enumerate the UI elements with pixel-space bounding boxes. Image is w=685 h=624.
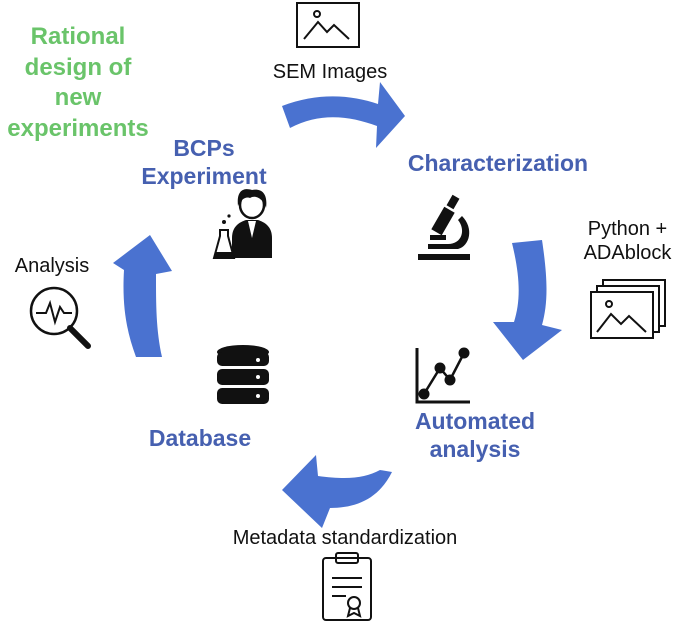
arrow-right — [493, 240, 562, 360]
arrow-bottom — [282, 455, 392, 528]
microscope-icon — [418, 194, 470, 260]
arrow-left — [113, 235, 172, 357]
arrow-top — [282, 82, 405, 148]
automated-analysis-label: Automated analysis — [414, 408, 536, 462]
scientist-icon — [212, 189, 272, 259]
bcp-experiment-label: BCPs Experiment — [141, 135, 267, 189]
analysis-magnifier-icon — [29, 286, 91, 349]
python-adablock-label: Python + ADAblock — [583, 218, 672, 264]
image-frame-icon — [296, 2, 360, 48]
database-label: Database — [148, 425, 252, 451]
line-plot-icon — [415, 347, 470, 404]
image-stack-icon — [590, 279, 666, 339]
analysis-label: Analysis — [14, 255, 90, 277]
metadata-label: Metadata standardization — [232, 527, 458, 549]
sem-images-label: SEM Images — [272, 61, 388, 83]
characterization-label: Characterization — [407, 150, 589, 176]
database-icon — [217, 345, 269, 404]
certificate-icon — [322, 552, 372, 621]
rational-design-label: Rational design of new experiments — [7, 23, 149, 143]
